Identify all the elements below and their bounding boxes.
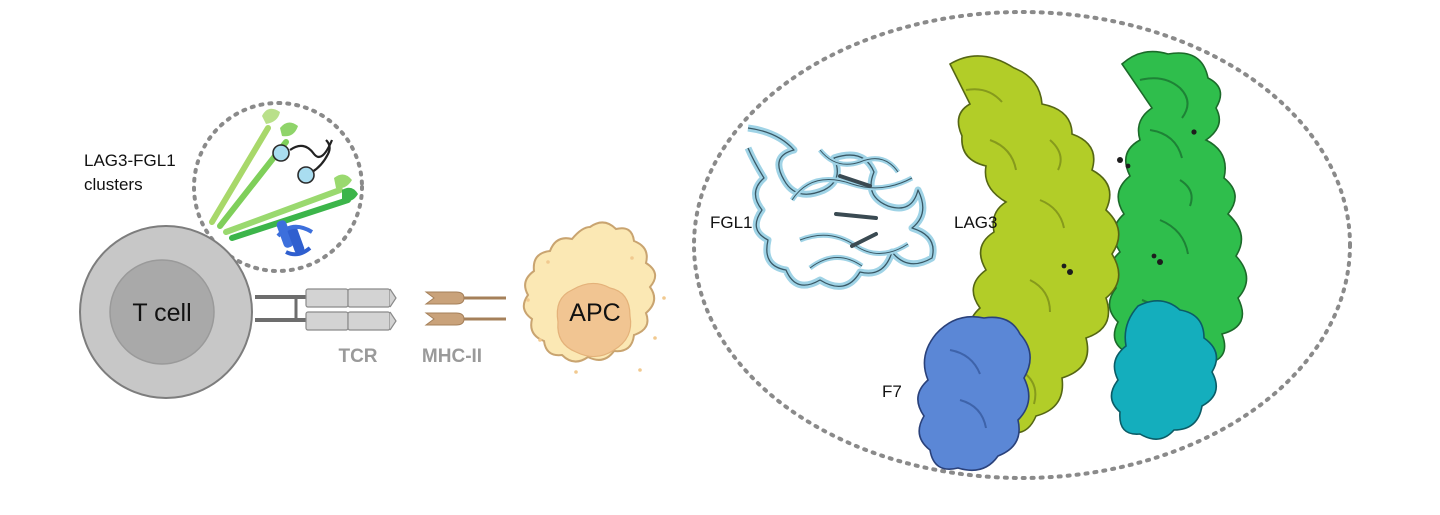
tcr-receptor [255,288,397,331]
fgl1-ribbon-structure [744,124,937,290]
lag3-lime-shading [965,88,1065,405]
f7-teal-surface [1110,300,1218,440]
apc-texture [526,256,666,374]
cluster-label-line2: clusters [84,175,143,194]
lag3-green-shading [1139,77,1193,331]
apc-label: APC [569,299,620,327]
lag3-label: LAG3 [954,213,997,232]
structure-zoom-ellipse [692,10,1352,480]
cluster-label-line1: LAG3-FGL1 [84,151,176,170]
mhc-label: MHC-II [422,346,482,367]
f7-blue-shading [949,349,987,429]
tcell-label: T cell [132,299,191,327]
tcr-label: TCR [338,346,377,367]
green-stalk-icon [209,108,358,241]
cyan-ligand-icon [272,139,334,184]
ligand-sidechains [1061,129,1197,275]
tcell-nucleus [109,259,215,365]
apc-nucleus [556,282,632,358]
blue-helix-icon [276,220,314,257]
mhc-ii-molecule [424,291,506,326]
f7-label: F7 [882,382,902,401]
cluster-zoom-circle [192,101,364,273]
fgl1-label: FGL1 [710,213,753,232]
f7-blue-surface [917,315,1031,472]
